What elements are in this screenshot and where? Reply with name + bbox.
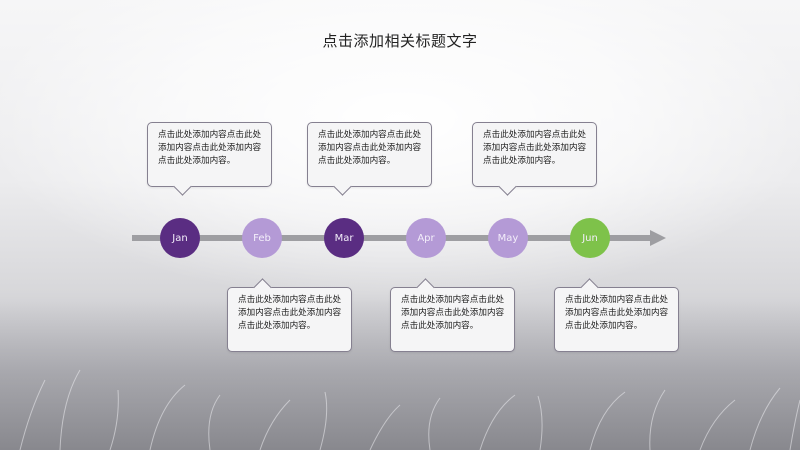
callout-bottom-1[interactable]: 点击此处添加内容点击此处添加内容点击此处添加内容点击此处添加内容。 [227, 287, 352, 352]
callout-bottom-3[interactable]: 点击此处添加内容点击此处添加内容点击此处添加内容点击此处添加内容。 [554, 287, 679, 352]
milestone-apr[interactable]: Apr [406, 218, 446, 258]
milestone-may[interactable]: May [488, 218, 528, 258]
milestone-jan[interactable]: Jan [160, 218, 200, 258]
callout-bottom-2[interactable]: 点击此处添加内容点击此处添加内容点击此处添加内容点击此处添加内容。 [390, 287, 515, 352]
callout-top-2[interactable]: 点击此处添加内容点击此处添加内容点击此处添加内容点击此处添加内容。 [307, 122, 432, 187]
milestone-mar[interactable]: Mar [324, 218, 364, 258]
milestone-feb[interactable]: Feb [242, 218, 282, 258]
milestone-jun[interactable]: Jun [570, 218, 610, 258]
timeline-arrow-icon [650, 230, 666, 246]
callout-top-3[interactable]: 点击此处添加内容点击此处添加内容点击此处添加内容点击此处添加内容。 [472, 122, 597, 187]
page-title[interactable]: 点击添加相关标题文字 [322, 32, 478, 50]
callout-top-1[interactable]: 点击此处添加内容点击此处添加内容点击此处添加内容点击此处添加内容。 [147, 122, 272, 187]
